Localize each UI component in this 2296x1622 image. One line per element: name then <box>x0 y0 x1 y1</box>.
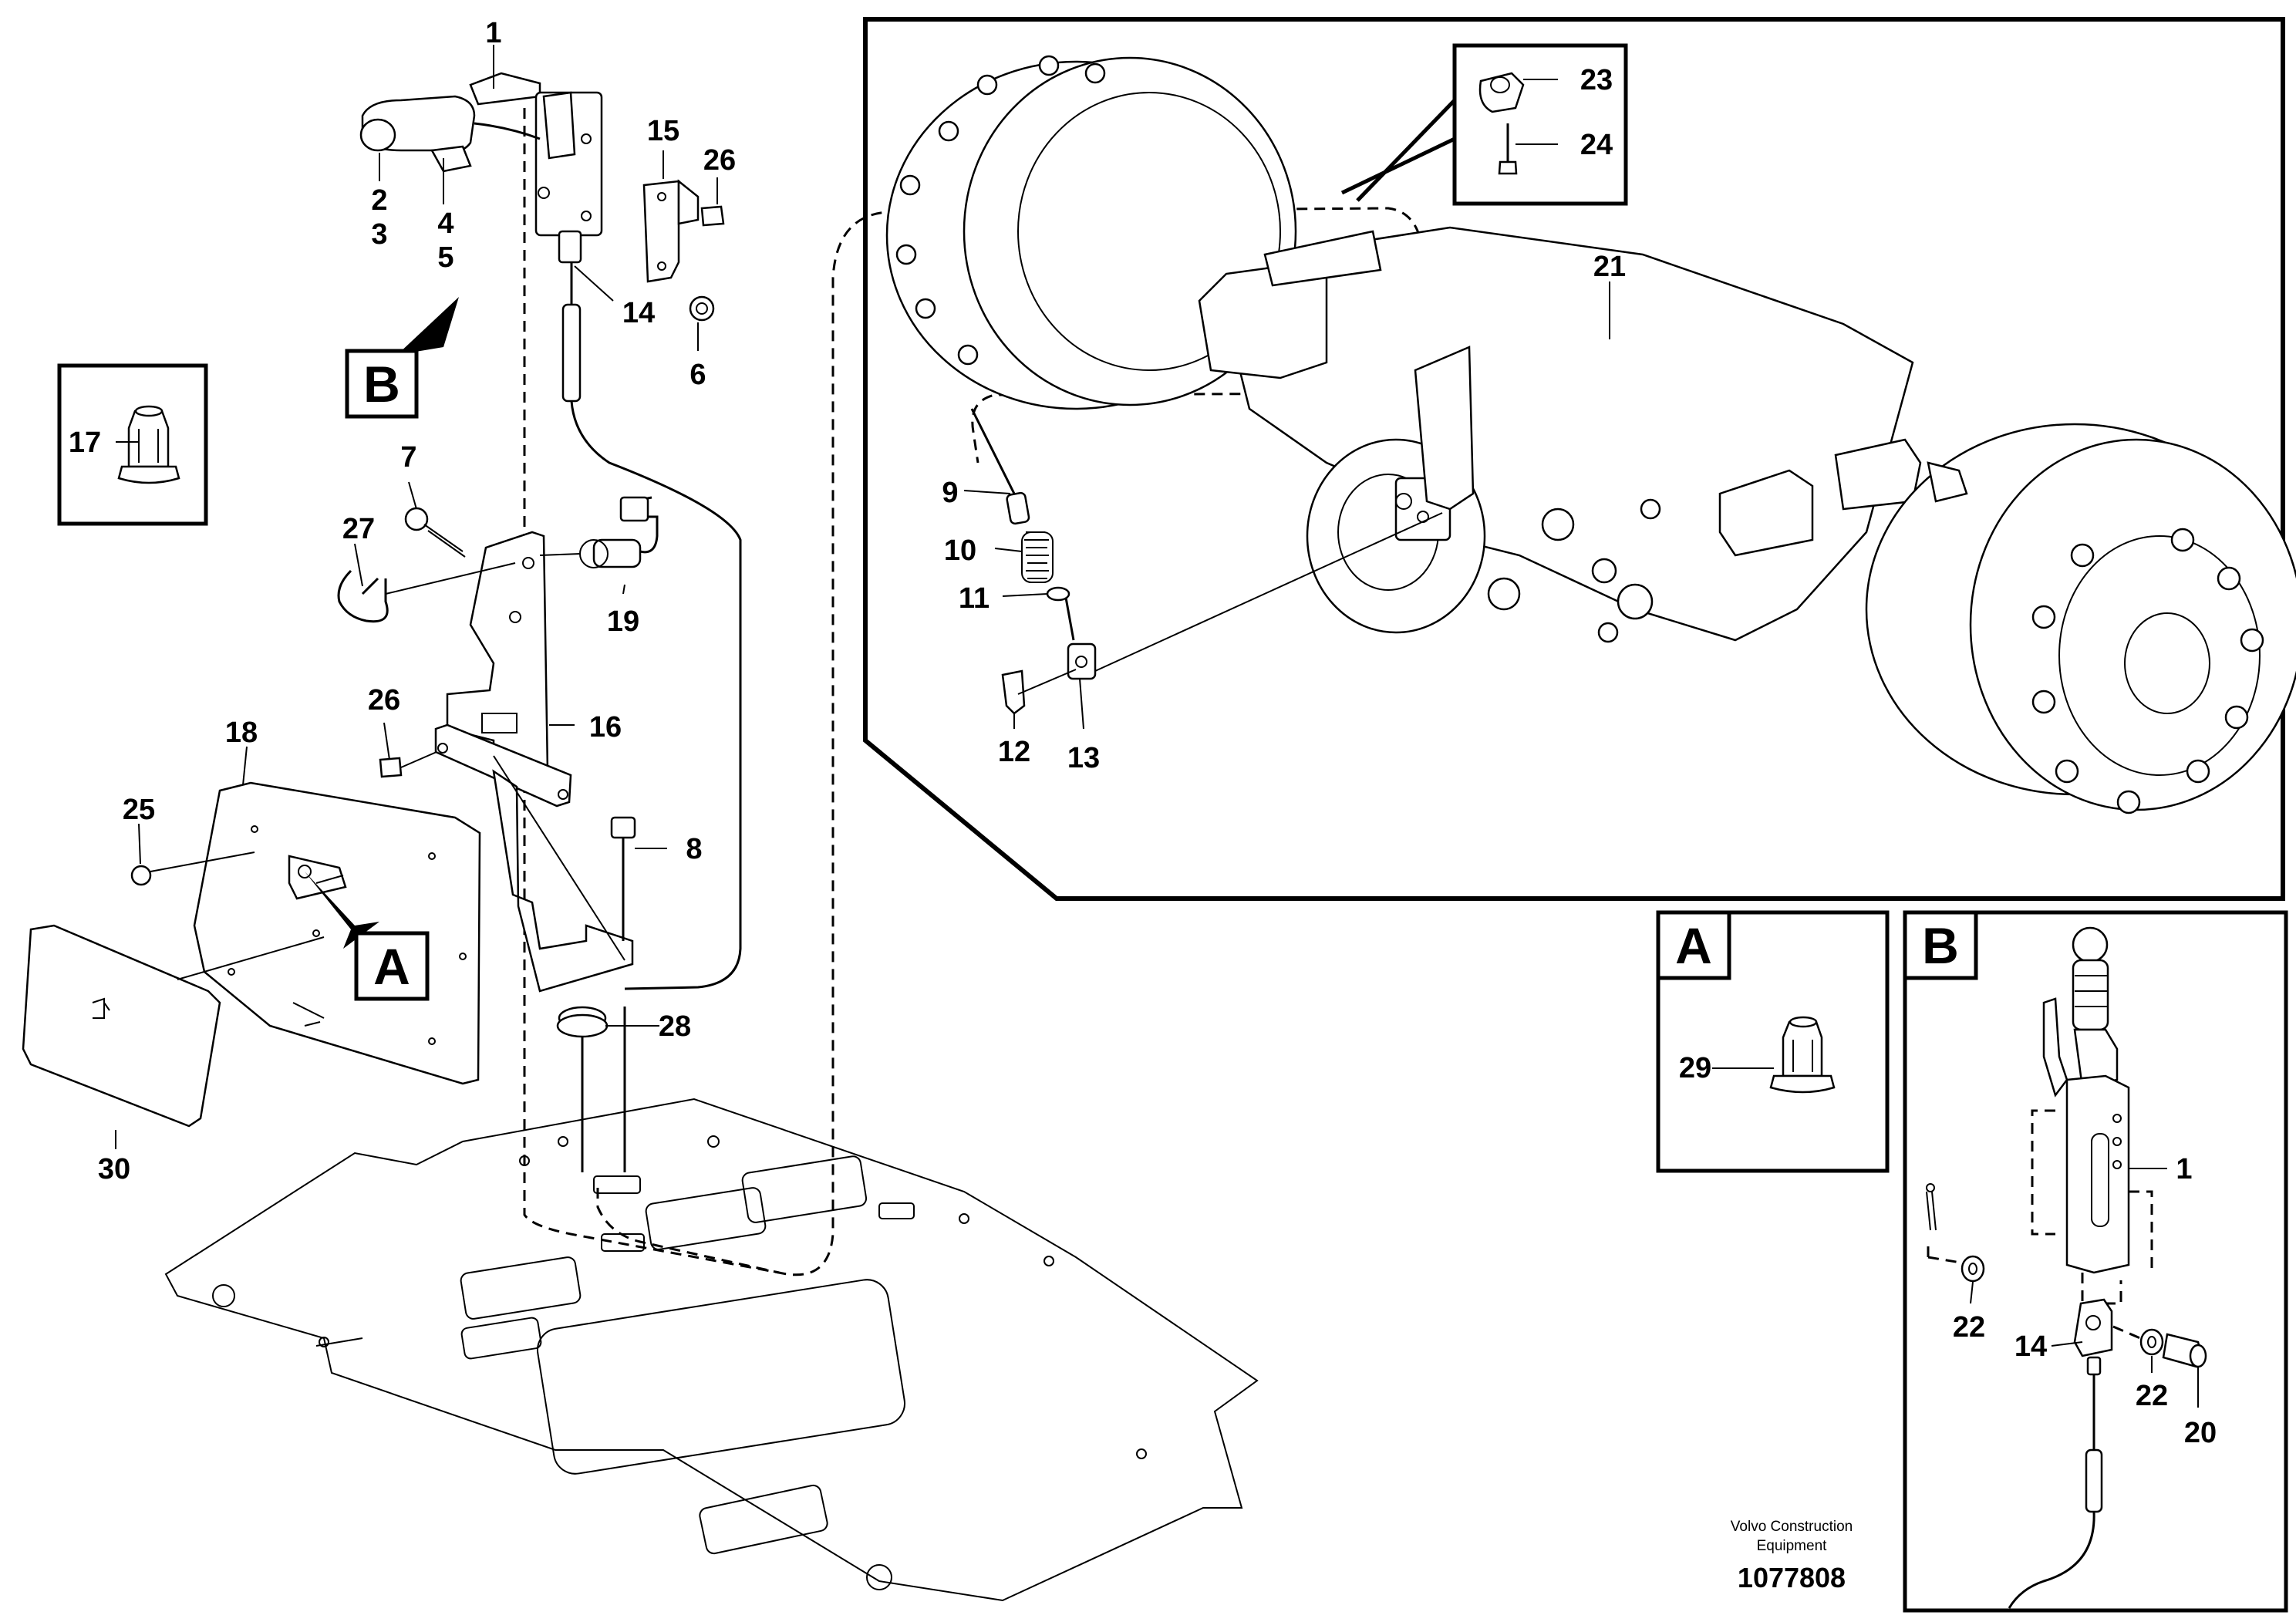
callout-5: 5 <box>437 241 453 274</box>
callout-23: 23 <box>1580 64 1613 96</box>
callout-14: 14 <box>622 297 655 329</box>
callout-15: 15 <box>647 115 679 147</box>
callout-1: 1 <box>485 17 501 49</box>
insulation-plate-30 <box>22 924 325 1128</box>
nut-6 <box>689 295 715 322</box>
callout-3: 3 <box>371 218 387 251</box>
leader-lines <box>115 45 2199 1408</box>
callout-16: 16 <box>589 711 622 744</box>
cable-end-assembly <box>970 408 1443 715</box>
callout-29: 29 <box>1679 1052 1711 1084</box>
callout-22-right: 22 <box>2136 1380 2168 1412</box>
bracket-15 <box>642 179 700 283</box>
detail-box-23-24 <box>1340 43 1628 206</box>
callout-14-detail-b: 14 <box>2014 1330 2047 1363</box>
callout-6: 6 <box>689 359 706 391</box>
bracket-16 <box>434 531 634 993</box>
callout-12: 12 <box>998 736 1030 768</box>
axle-view-frame <box>863 17 2285 901</box>
document-number: 1077808 <box>1738 1562 1846 1593</box>
clip-26-top <box>700 205 725 227</box>
callout-25: 25 <box>123 794 155 826</box>
cover-panel-18 <box>193 781 481 1085</box>
callout-9: 9 <box>942 477 958 509</box>
detail-box-17 <box>57 363 208 526</box>
callout-30: 30 <box>98 1153 130 1185</box>
callout-4: 4 <box>437 207 453 240</box>
cable-route-under-floor <box>596 1188 780 1274</box>
grommet-28 <box>556 1006 659 1172</box>
view-a-label: A <box>373 938 410 995</box>
brake-cable <box>558 230 742 990</box>
screw-7 <box>404 507 466 558</box>
view-a-pointer: A <box>305 872 430 1001</box>
cab-floor-plate <box>164 1098 1259 1602</box>
detail-view-a: A <box>1656 910 1890 1173</box>
callout-7: 7 <box>400 441 416 474</box>
callout-2: 2 <box>371 184 387 217</box>
detail-view-b: B <box>1903 910 2288 1613</box>
bolt-8 <box>610 816 667 941</box>
rear-axle-21 <box>885 55 2296 814</box>
sensor-19 <box>539 496 659 568</box>
callout-1-detail-b: 1 <box>2176 1153 2192 1185</box>
callout-28: 28 <box>659 1010 691 1043</box>
callout-8: 8 <box>686 833 702 865</box>
clip-26-mid <box>379 751 437 778</box>
callout-26-mid: 26 <box>368 684 400 717</box>
cable-route-dashed <box>523 108 1424 1276</box>
callout-17: 17 <box>69 427 101 459</box>
callout-10: 10 <box>944 534 976 567</box>
callout-22-left: 22 <box>1953 1311 1985 1344</box>
callout-21: 21 <box>1593 251 1626 283</box>
callout-24: 24 <box>1580 129 1613 161</box>
callout-13: 13 <box>1067 742 1100 774</box>
callout-19: 19 <box>607 605 639 638</box>
callout-20: 20 <box>2184 1417 2217 1449</box>
callout-18: 18 <box>225 717 258 749</box>
view-b-label: B <box>363 356 400 413</box>
callout-11: 11 <box>959 582 990 615</box>
footer: Volvo Construction Equipment 1077808 <box>1731 1519 1853 1593</box>
publisher-line-2: Equipment <box>1757 1538 1828 1554</box>
parking-brake-lever <box>359 72 603 237</box>
publisher-line-1: Volvo Construction <box>1731 1519 1853 1535</box>
callout-26-top: 26 <box>703 144 736 177</box>
wire-hook-27 <box>337 562 516 623</box>
callout-labels: 1 2 3 4 5 6 7 8 9 10 11 12 13 14 15 16 1… <box>69 17 2217 1449</box>
callout-27: 27 <box>342 513 375 545</box>
detail-a-label: A <box>1675 917 1712 974</box>
nut-25 <box>130 851 255 886</box>
detail-b-label: B <box>1922 917 1959 974</box>
view-b-pointer: B <box>345 297 459 419</box>
